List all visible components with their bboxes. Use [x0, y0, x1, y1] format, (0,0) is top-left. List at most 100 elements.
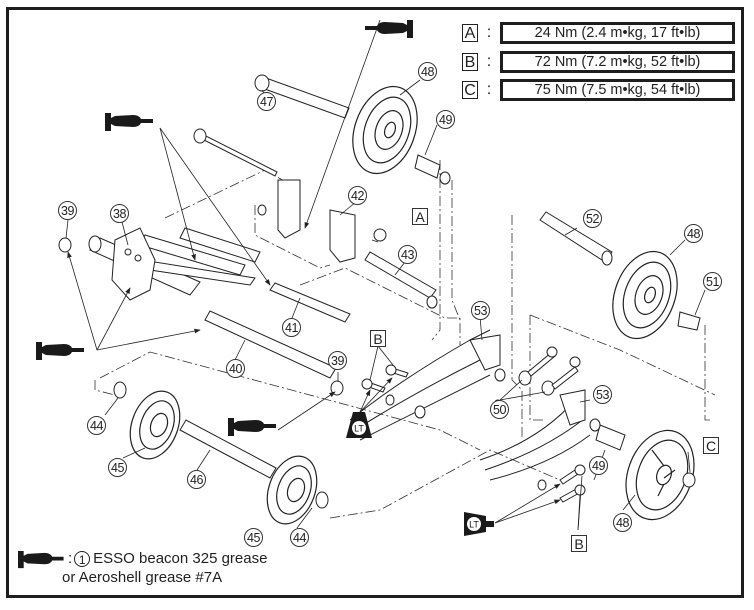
callout-47: 47	[257, 92, 276, 111]
callout-45: 45	[108, 458, 127, 477]
phantom-line	[94, 380, 116, 396]
spacer-50b	[541, 380, 555, 396]
washer	[414, 405, 426, 419]
pivot-bracket	[111, 227, 156, 301]
washer	[257, 204, 267, 216]
callout-43: 43	[398, 245, 417, 264]
callout-49: 49	[436, 110, 455, 129]
shaft-41	[269, 282, 351, 323]
collar-52	[539, 211, 613, 263]
nut	[569, 356, 581, 368]
svg-text:LT: LT	[469, 520, 479, 530]
callout-44: 44	[290, 528, 309, 547]
torque-spec-b: B : 72 Nm (7.2 m•kg, 52 ft•lb)	[462, 51, 735, 73]
wheel-45-right	[266, 455, 318, 525]
torque-tag-c: C	[703, 437, 719, 454]
collar-51	[677, 311, 701, 331]
torque-value-a: 24 Nm (2.4 m•kg, 17 ft•lb)	[500, 22, 735, 44]
shaft-40	[204, 310, 337, 379]
thread-locker-icon: LT	[464, 512, 494, 536]
legend-number: 1	[74, 550, 91, 567]
torque-tag-b: B	[370, 330, 386, 347]
callout-45: 45	[244, 528, 263, 547]
phantom-line	[451, 180, 461, 321]
shaft-43	[364, 251, 437, 299]
bracket-42	[329, 209, 356, 263]
phantom-line	[431, 160, 441, 341]
grease-gun-icon	[365, 20, 413, 38]
torque-spec-a: A : 24 Nm (2.4 m•kg, 17 ft•lb)	[462, 22, 735, 44]
torque-value-b: 72 Nm (7.2 m•kg, 52 ft•lb)	[500, 51, 735, 73]
collar-49a	[414, 154, 441, 179]
callout-38: 38	[110, 204, 129, 223]
legend-line-1: ESSO beacon 325 grease	[93, 550, 268, 567]
phantom-line	[99, 351, 481, 451]
bracket-upper	[277, 179, 301, 239]
collar-49b	[595, 424, 626, 451]
axle-46	[179, 419, 277, 479]
phantom-line	[299, 267, 461, 345]
separator: :	[486, 24, 492, 41]
phantom-line	[329, 449, 561, 519]
grease-legend: : 1 ESSO beacon 325 grease or Aeroshell …	[20, 549, 267, 587]
nut-c	[682, 472, 696, 488]
callout-48: 48	[418, 62, 437, 81]
torque-spec-c: C : 75 Nm (7.5 m•kg, 54 ft•lb)	[462, 79, 735, 101]
shaft-end	[88, 235, 102, 253]
grease-gun-icon	[228, 418, 276, 436]
callout-50: 50	[490, 400, 509, 419]
legend-line-2: or Aeroshell grease #7A	[62, 569, 223, 586]
separator: :	[486, 81, 492, 98]
wheel-48-right	[612, 250, 678, 340]
grease-gun-icon	[105, 113, 153, 131]
nut-39a	[58, 237, 72, 253]
spacer-50a	[518, 370, 532, 386]
callout-39: 39	[328, 351, 347, 370]
torque-tag-a: A	[412, 208, 428, 225]
washer	[537, 479, 547, 491]
callout-48: 48	[684, 224, 703, 243]
torque-key-c: C	[462, 81, 478, 99]
torque-key-b: B	[462, 53, 478, 71]
phantom-line	[529, 314, 716, 396]
callout-40: 40	[226, 359, 245, 378]
svg-text:LT: LT	[354, 424, 364, 434]
phantom-line	[511, 215, 523, 440]
arm-rail	[179, 227, 261, 263]
clip-44a	[113, 381, 127, 399]
legend-colon: :	[68, 550, 73, 567]
thread-locker-icon: LT	[346, 412, 372, 438]
callout-41: 41	[282, 318, 301, 337]
callout-42: 42	[348, 186, 367, 205]
long-bolt	[199, 133, 278, 177]
callout-53: 53	[593, 385, 612, 404]
plate-53a	[469, 334, 501, 371]
diagram-frame	[6, 7, 744, 598]
bolt	[551, 366, 579, 390]
wheel-45-left	[129, 390, 181, 460]
nut-a	[373, 228, 387, 242]
callout-52: 52	[583, 209, 602, 228]
phantom-line	[529, 315, 545, 421]
wheel-48-top	[352, 85, 418, 175]
washer	[426, 295, 438, 309]
plate-53b	[559, 389, 586, 426]
grease-gun-icon	[36, 342, 84, 360]
nut-39b	[330, 380, 344, 396]
callout-46: 46	[187, 470, 206, 489]
callout-39: 39	[58, 201, 77, 220]
callout-48: 48	[613, 513, 632, 532]
washer	[439, 171, 451, 185]
washer	[385, 394, 395, 406]
separator: :	[486, 53, 492, 70]
slide-rail-left	[349, 329, 491, 421]
torque-value-c: 75 Nm (7.5 m•kg, 54 ft•lb)	[500, 79, 735, 101]
callout-49: 49	[589, 456, 608, 475]
washer	[589, 418, 601, 432]
nut	[546, 346, 558, 358]
phantom-line	[254, 205, 331, 269]
torque-key-a: A	[462, 24, 478, 42]
torque-tag-b: B	[571, 535, 587, 552]
wheel-48-bottom	[625, 429, 695, 521]
clip-44b	[315, 491, 329, 509]
